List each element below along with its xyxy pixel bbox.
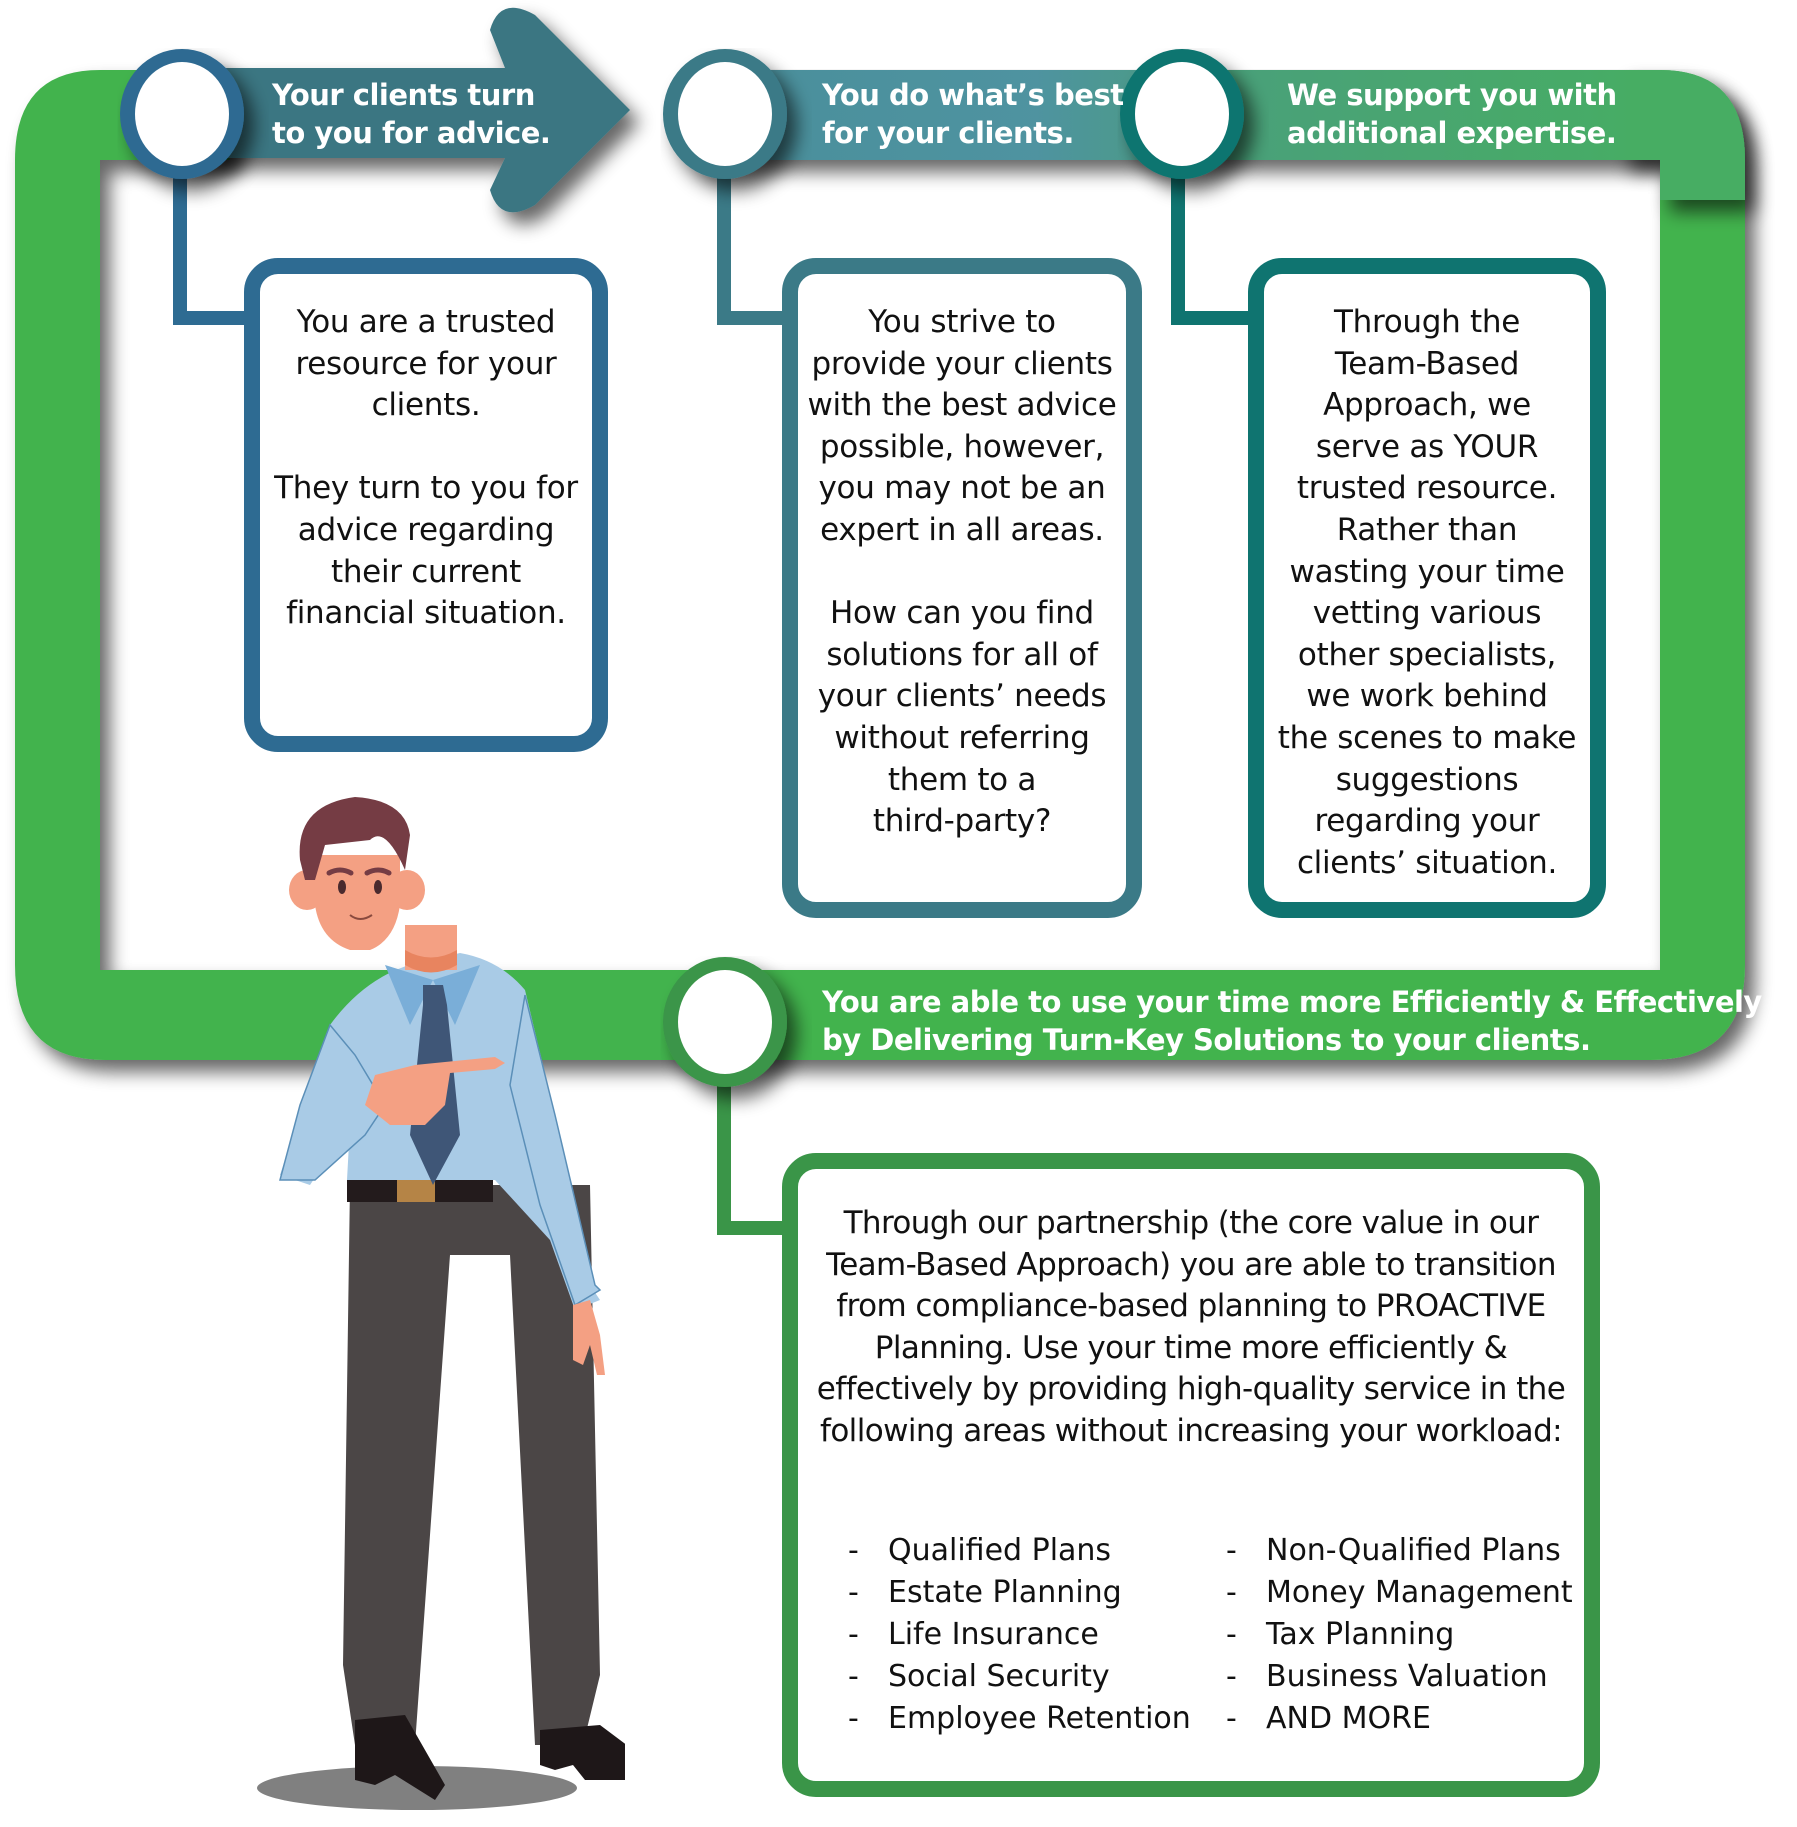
service-item: -Non-Qualified Plans xyxy=(1226,1530,1573,1572)
step-circle-3 xyxy=(1120,49,1244,179)
dash-bullet-icon: - xyxy=(1226,1659,1237,1694)
banner-line: by Delivering Turn-Key Solutions to your… xyxy=(822,1023,1591,1057)
step-1-description: You are a trusted resource for your clie… xyxy=(274,304,578,632)
step-4-banner: You are able to use your time more Effic… xyxy=(822,983,1762,1059)
service-item: -Social Security xyxy=(848,1656,1191,1698)
banner-line: Your clients turn xyxy=(272,78,535,112)
businessman-illustration-icon xyxy=(257,797,625,1810)
service-label: Employee Retention xyxy=(888,1701,1191,1736)
service-item: -Business Valuation xyxy=(1226,1656,1573,1698)
banner-line: You are able to use your time more Effic… xyxy=(822,985,1762,1019)
service-label: AND MORE xyxy=(1266,1701,1431,1736)
service-item: -Life Insurance xyxy=(848,1614,1191,1656)
service-item: -Employee Retention xyxy=(848,1698,1191,1740)
step-circle-4 xyxy=(663,957,787,1087)
step-3-banner: We support you with additional expertise… xyxy=(1287,76,1617,152)
service-label: Qualified Plans xyxy=(888,1533,1112,1568)
step-1-banner: Your clients turn to you for advice. xyxy=(272,76,551,152)
dash-bullet-icon: - xyxy=(1226,1701,1237,1736)
banner-line: additional expertise. xyxy=(1287,116,1617,150)
step-3-description: Through the Team-Based Approach, we serv… xyxy=(1277,304,1577,881)
step-4-description: Through our partnership (the core value … xyxy=(816,1205,1566,1449)
arrow-shape xyxy=(180,7,630,213)
service-item: -AND MORE xyxy=(1226,1698,1573,1740)
services-list-left: -Qualified Plans -Estate Planning -Life … xyxy=(848,1530,1191,1740)
banner-line: to you for advice. xyxy=(272,116,551,150)
service-label: Money Management xyxy=(1266,1575,1573,1610)
dash-bullet-icon: - xyxy=(848,1575,859,1610)
service-label: Estate Planning xyxy=(888,1575,1122,1610)
connectors xyxy=(173,160,1250,1235)
services-list-right: -Non-Qualified Plans -Money Management -… xyxy=(1226,1530,1573,1740)
service-item: -Tax Planning xyxy=(1226,1614,1573,1656)
step-3-card: Through the Team-Based Approach, we serv… xyxy=(1248,258,1606,918)
step-2-banner: You do what’s best for your clients. xyxy=(822,76,1124,152)
service-label: Business Valuation xyxy=(1266,1659,1548,1694)
banner-line: We support you with xyxy=(1287,78,1617,112)
step-1-card: You are a trusted resource for your clie… xyxy=(244,258,608,752)
service-item: -Estate Planning xyxy=(848,1572,1191,1614)
dash-bullet-icon: - xyxy=(848,1659,859,1694)
step-circle-2 xyxy=(663,49,787,179)
dash-bullet-icon: - xyxy=(848,1617,859,1652)
service-item: -Money Management xyxy=(1226,1572,1573,1614)
dash-bullet-icon: - xyxy=(1226,1533,1237,1568)
step-2-card: You strive to provide your clients with … xyxy=(782,258,1142,918)
dash-bullet-icon: - xyxy=(1226,1617,1237,1652)
banner-line: for your clients. xyxy=(822,116,1074,150)
banner-line: You do what’s best xyxy=(822,78,1124,112)
dash-bullet-icon: - xyxy=(848,1533,859,1568)
service-item: -Qualified Plans xyxy=(848,1530,1191,1572)
service-label: Social Security xyxy=(888,1659,1110,1694)
dash-bullet-icon: - xyxy=(1226,1575,1237,1610)
step-circle-1 xyxy=(120,49,244,179)
step-2-description: You strive to provide your clients with … xyxy=(807,304,1117,840)
service-label: Life Insurance xyxy=(888,1617,1099,1652)
dash-bullet-icon: - xyxy=(848,1701,859,1736)
service-label: Tax Planning xyxy=(1266,1617,1455,1652)
step-4-card: Through our partnership (the core value … xyxy=(782,1153,1600,1797)
service-label: Non-Qualified Plans xyxy=(1266,1533,1561,1568)
